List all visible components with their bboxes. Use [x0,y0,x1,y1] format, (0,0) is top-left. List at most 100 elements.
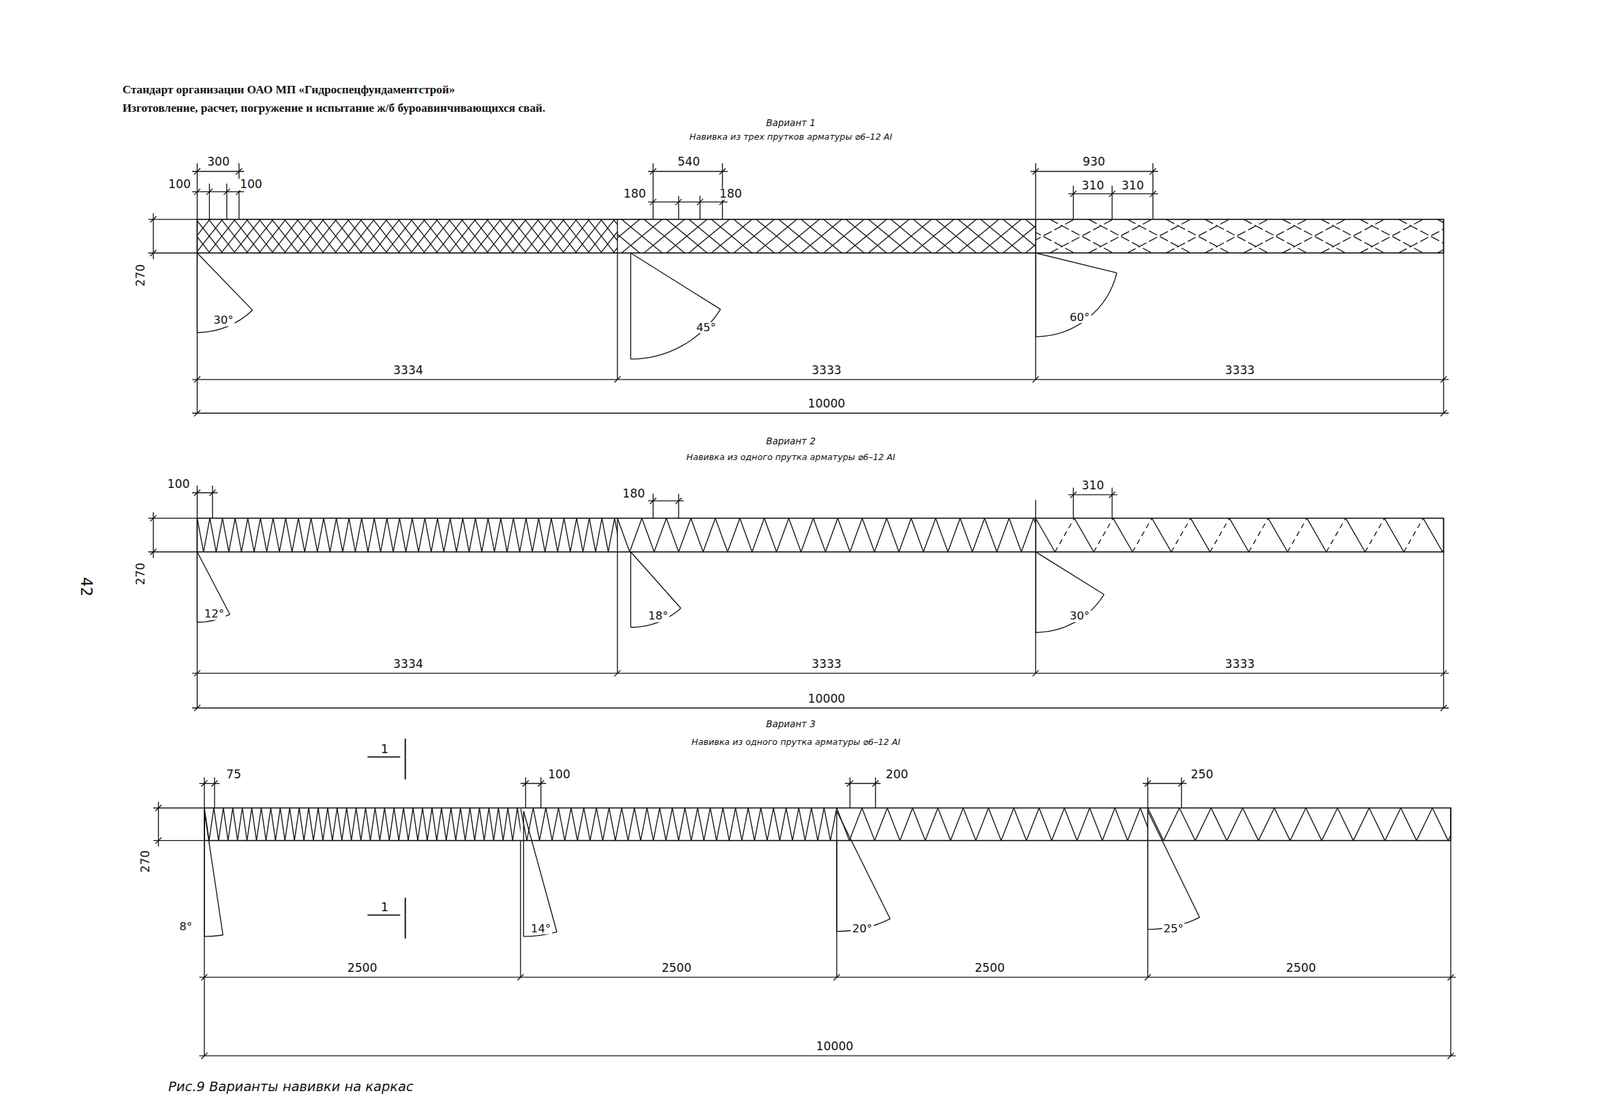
dimension: 100 [166,479,192,491]
winding-rod [337,807,343,841]
winding-rod [266,517,273,552]
winding-rod [925,807,939,841]
winding-rod [310,517,317,552]
winding-rod [297,219,324,253]
winding-rod [800,219,842,253]
winding-rod [1147,807,1164,841]
angle-value: 30° [211,314,235,326]
dimension: 200 [884,768,910,781]
winding-rod [1416,807,1433,841]
winding-rod [1282,219,1346,253]
winding-rod [711,219,753,253]
winding-rod [304,517,311,552]
winding-rod [470,807,475,841]
winding-rod [361,807,366,841]
winding-rod [716,807,723,841]
dimension: 10000 [806,397,848,410]
dimension-tick [201,973,208,980]
dimension: 75 [224,768,243,781]
winding-rod [493,807,499,841]
winding-rod [789,517,802,552]
winding-rod [545,517,552,552]
winding-rod [500,517,507,552]
winding-rod [571,807,578,841]
dimension-tick [1032,168,1039,175]
winding-rod [258,219,286,253]
section-mark [367,914,400,916]
winding-rod [446,807,452,841]
winding-rod [923,517,936,552]
winding-rod [935,219,977,253]
winding-rod [233,807,238,841]
extension-line [1443,517,1444,708]
winding-rod [735,807,742,841]
winding-rod [347,219,375,253]
dimension: 540 [675,156,702,168]
winding-rod [436,219,463,253]
winding-rod [235,517,242,552]
winding-rod [748,807,755,841]
dimension-tick [719,168,726,175]
winding-rod [1026,807,1040,841]
winding-rod [641,517,655,552]
dimension-tick [150,548,157,555]
winding-rod [1401,807,1417,841]
winding-rod [323,517,330,552]
winding-rod [284,219,312,253]
section-boundary [616,517,618,552]
winding-rod [583,807,591,841]
angle-leg [1035,551,1104,595]
winding-rod [646,807,653,841]
winding-rod [486,219,514,253]
winding-rod [617,219,640,253]
dimension-line [192,171,244,172]
winding-rod [845,219,887,253]
winding-rod [628,807,635,841]
winding-rod [740,517,753,552]
winding-rod [280,807,285,841]
winding-rod [1326,517,1346,552]
dimension: 100 [166,178,193,191]
winding-rod [208,219,236,253]
winding-rod [260,517,267,552]
dimension-tick [675,497,682,504]
winding-rod [590,807,597,841]
winding-rod [298,517,305,552]
winding-rod [549,219,577,253]
winding-rod [570,517,577,552]
winding-rod [1337,807,1354,841]
winding-rod [284,219,312,253]
winding-rod [756,219,798,253]
winding-rod [502,807,508,841]
dimension-tick [155,837,162,844]
winding-rod [659,807,666,841]
winding-rod [532,807,540,841]
winding-rod [270,807,276,841]
section-mark-number: 1 [379,900,390,914]
winding-rod [310,219,337,253]
winding-rod [356,807,362,841]
winding-rod [564,517,571,552]
winding-rod [1179,807,1196,841]
winding-rod [1001,807,1014,841]
winding-rod [222,517,229,552]
angle-leg [196,551,230,615]
winding-rod [203,517,210,552]
winding-rod [975,807,989,841]
dimension-line [648,171,728,172]
dimension: 2500 [660,962,694,974]
winding-rod [265,807,271,841]
winding-rod [1039,807,1053,841]
angle-leg [836,810,837,932]
winding-zigzag [1035,517,1444,552]
winding-rod [868,219,910,253]
dimension: 310 [1120,179,1146,192]
dimension-tick [194,489,201,496]
variant-description: Навивка из одного прутка арматуры ⌀6–12 … [691,737,901,747]
dimension-tick [1447,1052,1454,1059]
winding-rod [678,807,685,841]
dimension-tick [1440,669,1447,676]
winding-rod [449,219,476,253]
winding-rod [342,807,347,841]
winding-rod [804,807,811,841]
